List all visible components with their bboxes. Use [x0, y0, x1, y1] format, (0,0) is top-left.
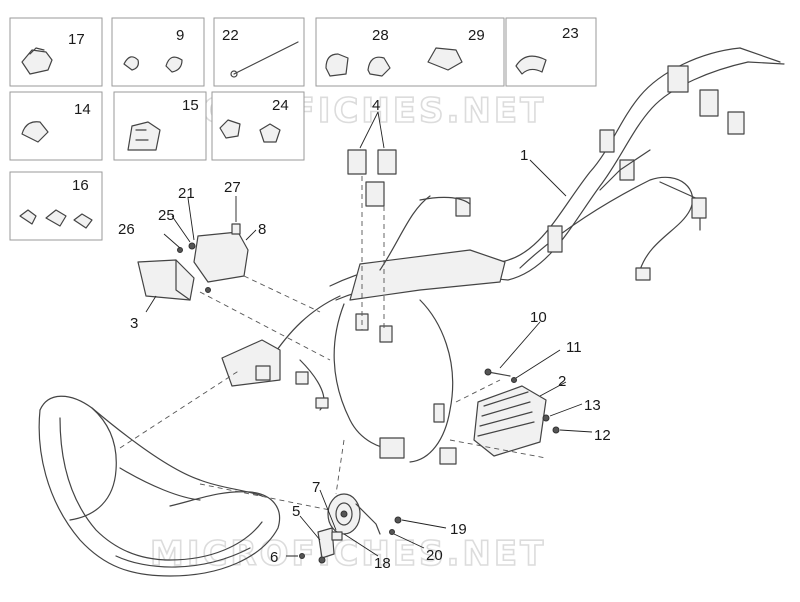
- voltage-regulator-assembly[interactable]: 10 11 2 13 12: [449, 309, 611, 459]
- callout-9: 9: [176, 27, 184, 44]
- ecu-assembly[interactable]: 26 25 21 27 8 3: [118, 179, 331, 361]
- inset-23[interactable]: 23: [505, 17, 597, 87]
- callout-10: 10: [530, 309, 547, 326]
- connectors-4[interactable]: 4: [347, 97, 397, 330]
- callout-21: 21: [178, 185, 195, 202]
- callout-20: 20: [426, 547, 443, 564]
- main-wiring-harness[interactable]: [329, 47, 785, 301]
- callout-29: 29: [468, 27, 485, 44]
- callout-26: 26: [118, 221, 135, 238]
- harness-branches: [221, 295, 457, 465]
- callout-24: 24: [272, 97, 289, 114]
- inset-16[interactable]: 16: [9, 171, 103, 241]
- callout-1-group: 1: [520, 147, 567, 197]
- horn-assembly[interactable]: 7 5 6 18 19 20: [270, 439, 467, 572]
- callout-2: 2: [558, 373, 566, 390]
- callout-7: 7: [312, 479, 320, 496]
- watermark-bottom: MICROFICHES.NET: [150, 534, 546, 574]
- callout-28: 28: [372, 27, 389, 44]
- callout-4: 4: [372, 97, 380, 114]
- inset-28-29[interactable]: 28 29: [315, 17, 505, 87]
- callout-11: 11: [566, 339, 582, 356]
- callout-27: 27: [224, 179, 241, 196]
- callout-25: 25: [158, 207, 175, 224]
- callout-19: 19: [450, 521, 467, 538]
- callout-23: 23: [562, 25, 579, 42]
- watermark-top: MICROFICHES.NET: [150, 91, 546, 131]
- inset-14[interactable]: 14: [9, 91, 103, 161]
- callout-8: 8: [258, 221, 266, 238]
- callout-17: 17: [68, 31, 85, 48]
- callout-16: 16: [72, 177, 89, 194]
- callout-13: 13: [584, 397, 601, 414]
- headlight-assembly[interactable]: [38, 369, 331, 577]
- callout-3: 3: [130, 315, 138, 332]
- inset-17[interactable]: 17: [9, 17, 103, 87]
- callout-1: 1: [520, 147, 528, 164]
- callout-6: 6: [270, 549, 278, 566]
- inset-9[interactable]: 9: [111, 17, 205, 87]
- callout-12: 12: [594, 427, 611, 444]
- callout-5: 5: [292, 503, 300, 520]
- inset-15[interactable]: 15: [113, 91, 207, 161]
- inset-22[interactable]: 22: [213, 17, 305, 87]
- callout-22: 22: [222, 27, 239, 44]
- callout-14: 14: [74, 101, 91, 118]
- callout-18: 18: [374, 555, 391, 572]
- inset-24[interactable]: 24: [211, 91, 305, 161]
- callout-15: 15: [182, 97, 199, 114]
